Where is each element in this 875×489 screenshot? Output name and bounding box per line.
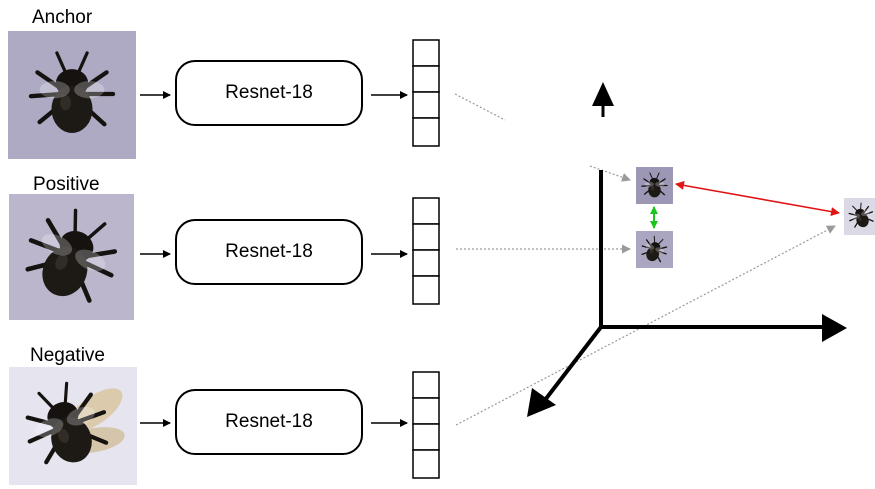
x-axis-arrowhead-icon xyxy=(822,314,847,342)
negative-label: Negative xyxy=(30,345,105,366)
y-axis-arrowhead-icon xyxy=(592,82,614,106)
positive-embedding-vector xyxy=(412,197,440,305)
embedding-space-axes xyxy=(527,82,847,417)
positive-label: Positive xyxy=(33,174,100,195)
anchor-label: Anchor xyxy=(32,7,93,28)
positive-bee-photo xyxy=(9,194,134,320)
anchor-projection-line xyxy=(454,93,630,180)
negative-distance-arrow xyxy=(675,180,840,217)
anchor-embedding-vector xyxy=(412,39,440,147)
z-axis-arrowhead-icon xyxy=(527,388,556,417)
anchor-bee-photo xyxy=(8,31,136,159)
anchor-embedding-point xyxy=(636,167,673,204)
anchor-resnet-box: Resnet-18 xyxy=(175,60,363,126)
positive-resnet-box: Resnet-18 xyxy=(175,219,363,285)
negative-bee-photo xyxy=(9,367,137,485)
negative-resnet-box: Resnet-18 xyxy=(175,389,363,455)
negative-projection-line xyxy=(455,225,836,426)
positive-embedding-point xyxy=(636,231,673,268)
negative-embedding-vector xyxy=(412,371,440,479)
negative-embedding-point xyxy=(844,198,875,235)
